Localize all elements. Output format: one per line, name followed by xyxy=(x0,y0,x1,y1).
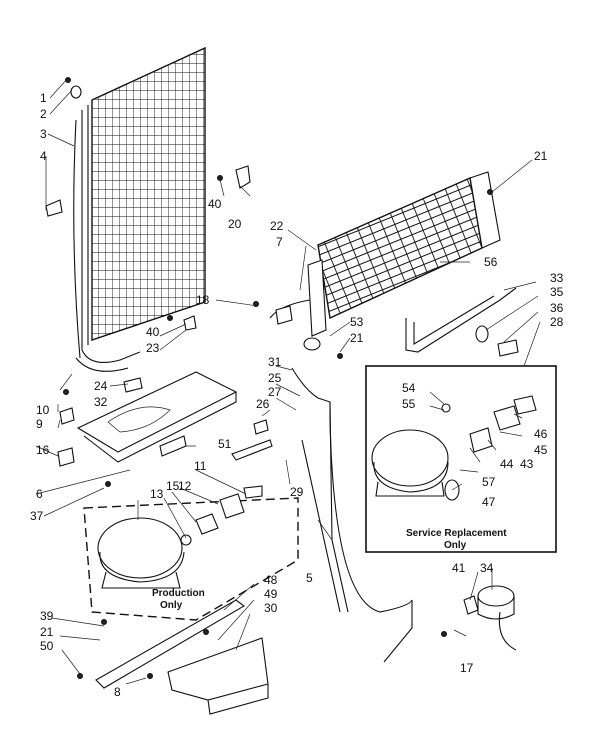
callout-56: 56 xyxy=(484,255,498,269)
callout-37: 37 xyxy=(30,509,44,523)
service-replacement-box: Service Replacement Only xyxy=(365,365,557,553)
suction-line xyxy=(405,287,519,357)
callout-4: 4 xyxy=(40,149,47,163)
callout-28: 28 xyxy=(550,315,564,329)
screws xyxy=(63,77,493,679)
callout-54: 54 xyxy=(402,381,416,395)
callout-41: 41 xyxy=(452,561,466,575)
callout-36: 36 xyxy=(550,301,564,315)
callout-9: 9 xyxy=(36,417,43,431)
callout-17: 17 xyxy=(460,661,474,675)
callout-35: 35 xyxy=(550,285,564,299)
callout-51: 51 xyxy=(218,437,232,451)
callout-55: 55 xyxy=(402,397,416,411)
callout-32: 32 xyxy=(94,395,108,409)
callout-44: 44 xyxy=(500,457,514,471)
callout-1: 1 xyxy=(40,91,47,105)
callout-20: 20 xyxy=(228,217,242,231)
callout-11: 11 xyxy=(194,459,207,473)
callout-45: 45 xyxy=(534,443,548,457)
callout-40: 40 xyxy=(208,197,222,211)
callout-39: 39 xyxy=(40,609,54,623)
callout-43: 43 xyxy=(520,457,534,471)
production-only-box: Production xyxy=(83,497,299,621)
callout-16: 16 xyxy=(36,443,50,457)
callout-8: 8 xyxy=(114,685,121,699)
callout-25: 25 xyxy=(268,371,282,385)
callout-15: 15 xyxy=(166,479,180,493)
base-bracket xyxy=(95,599,269,715)
callout-12: 12 xyxy=(178,479,192,493)
callout-labels: 1 2 3 4 40 20 21 22 7 56 33 35 36 28 18 … xyxy=(30,91,564,699)
callout-5: 5 xyxy=(306,571,313,585)
callout-33: 33 xyxy=(550,271,564,285)
callout-46: 46 xyxy=(534,427,548,441)
leader-lines xyxy=(35,77,541,685)
callout-24: 24 xyxy=(94,379,108,393)
callout-3: 3 xyxy=(40,127,47,141)
callout-30: 30 xyxy=(264,601,278,615)
production-compressor xyxy=(97,500,185,589)
callout-10: 10 xyxy=(36,403,50,417)
callout-7: 7 xyxy=(276,235,283,249)
callout-13: 13 xyxy=(150,487,164,501)
callout-48: 48 xyxy=(264,573,278,587)
capillary-tube xyxy=(291,367,413,663)
production-only-line1: Production xyxy=(152,588,205,599)
evaporator-coil xyxy=(269,171,501,337)
top-brackets xyxy=(45,85,321,467)
callout-21c: 21 xyxy=(40,625,54,639)
callout-29: 29 xyxy=(290,485,304,499)
production-only-line2: Only xyxy=(160,600,183,611)
callout-21b: 21 xyxy=(350,331,364,345)
callout-18: 18 xyxy=(196,293,210,307)
callout-34: 34 xyxy=(480,561,494,575)
condenser-fan-parts xyxy=(463,585,517,651)
callout-53: 53 xyxy=(350,315,364,329)
service-replacement-line2: Only xyxy=(444,540,467,551)
callout-47: 47 xyxy=(482,495,496,509)
callout-40b: 40 xyxy=(146,325,160,339)
callout-6: 6 xyxy=(36,487,43,501)
drain-pan xyxy=(76,371,238,463)
callout-31: 31 xyxy=(268,355,282,369)
condenser-coil xyxy=(73,46,206,372)
callout-27: 27 xyxy=(268,385,282,399)
callout-2: 2 xyxy=(40,107,47,121)
service-replacement-line1: Service Replacement xyxy=(406,528,507,539)
callout-23: 23 xyxy=(146,341,160,355)
callout-26: 26 xyxy=(256,397,270,411)
callout-21: 21 xyxy=(534,149,548,163)
callout-57: 57 xyxy=(482,475,496,489)
callout-50: 50 xyxy=(40,639,54,653)
callout-22: 22 xyxy=(270,219,284,233)
callout-49: 49 xyxy=(264,587,278,601)
